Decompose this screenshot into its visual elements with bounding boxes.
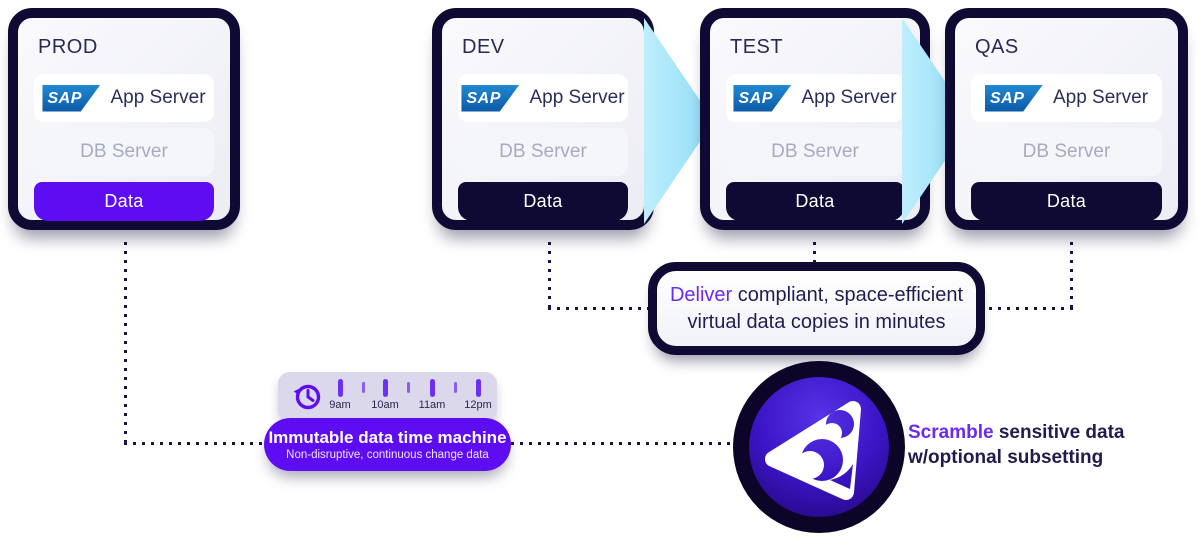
time-machine-icon [293, 384, 321, 410]
app-server-box: SAP App Server [458, 74, 628, 122]
time-machine-title: Immutable data time machine [268, 427, 507, 447]
sap-logo-text: SAP [738, 89, 773, 107]
app-server-label: App Server [529, 87, 625, 108]
sap-logo-dot [505, 104, 510, 109]
db-server-box: DB Server [726, 128, 904, 176]
deliver-line1-rest: compliant, space-efficient [732, 283, 964, 306]
data-label: Data [523, 191, 563, 211]
sap-logo: SAP [733, 84, 792, 112]
app-server-box: SAP App Server [726, 74, 904, 122]
timeline-tick-minor [362, 382, 365, 393]
env-title-prod: PROD [38, 36, 98, 58]
sap-logo: SAP [42, 84, 101, 112]
timeline-tick-10am [383, 379, 388, 397]
time-machine-panel: 9am 10am 11am 12pm [278, 372, 497, 422]
scramble-logo-badge [733, 361, 905, 533]
timeline-tick-9am [338, 379, 343, 397]
timeline-tick-11am [430, 379, 435, 397]
db-server-label: DB Server [499, 141, 587, 162]
data-box: Data [971, 182, 1162, 221]
deliver-line2: virtual data copies in minutes [687, 310, 946, 333]
env-card-qas: QAS SAP App Server DB Server Data [945, 8, 1188, 230]
db-server-label: DB Server [80, 141, 168, 162]
deliver-line1: Deliver compliant, space-efficient [670, 282, 963, 309]
sap-logo-text: SAP [466, 89, 501, 107]
db-server-box: DB Server [971, 128, 1162, 176]
sap-logo-dot [86, 104, 91, 109]
timeline-tick-12pm [476, 379, 481, 397]
sap-logo-text: SAP [989, 89, 1025, 107]
tick-label-9am: 9am [329, 399, 351, 411]
connector-dev-horizontal [548, 307, 652, 310]
env-card-dev: DEV SAP App Server DB Server Data [432, 8, 654, 230]
env-card-prod: PROD SAP App Server DB Server Data [8, 8, 240, 230]
scramble-line1-rest: sensitive data [993, 422, 1125, 443]
app-server-box: SAP App Server [34, 74, 214, 122]
env-title-dev: DEV [462, 36, 505, 58]
tick-label-12pm: 12pm [464, 399, 492, 411]
deliver-callout: Deliver compliant, space-efficient virtu… [648, 262, 985, 355]
db-server-box: DB Server [458, 128, 628, 176]
connector-test-vertical [813, 242, 816, 266]
data-label: Data [795, 191, 835, 211]
tick-label-10am: 10am [371, 399, 399, 411]
scramble-line2: w/optional subsetting [908, 447, 1104, 468]
data-label: Data [1046, 191, 1087, 211]
scramble-line1: Scramble sensitive data [908, 420, 1125, 445]
app-server-label: App Server [1052, 87, 1149, 108]
scramble-highlight: Scramble [908, 422, 994, 443]
db-server-box: DB Server [34, 128, 214, 176]
app-server-label: App Server [801, 87, 897, 108]
db-server-label: DB Server [1022, 141, 1111, 162]
connector-qas-vertical [1070, 242, 1073, 310]
sap-logo-dot [1028, 104, 1033, 109]
scramble-callout: Scramble sensitive data w/optional subse… [908, 420, 1125, 470]
data-box: Data [458, 182, 628, 221]
time-machine-subtitle: Non-disruptive, continuous change data [286, 448, 489, 461]
connector-qas-horizontal [980, 307, 1073, 310]
data-label: Data [104, 191, 144, 211]
data-box: Data [726, 182, 904, 221]
sap-logo-text: SAP [47, 89, 82, 107]
data-box: Data [34, 182, 214, 221]
sap-logo: SAP [461, 84, 520, 112]
timeline-tick-minor [454, 382, 457, 393]
sap-logo: SAP [984, 84, 1043, 112]
scramble-logo-icon [733, 361, 905, 533]
env-title-test: TEST [730, 36, 784, 58]
connector-prod-vertical [124, 242, 127, 444]
timeline-tick-minor [407, 382, 410, 393]
time-machine-pill: Immutable data time machine Non-disrupti… [264, 418, 511, 471]
app-server-box: SAP App Server [971, 74, 1162, 122]
connector-dev-vertical [548, 242, 551, 310]
sap-logo-dot [777, 104, 782, 109]
db-server-label: DB Server [771, 141, 859, 162]
tick-label-11am: 11am [418, 399, 446, 411]
deliver-highlight: Deliver [669, 283, 733, 306]
env-card-test: TEST SAP App Server DB Server Data [700, 8, 930, 230]
env-title-qas: QAS [975, 36, 1019, 58]
app-server-label: App Server [110, 87, 206, 108]
